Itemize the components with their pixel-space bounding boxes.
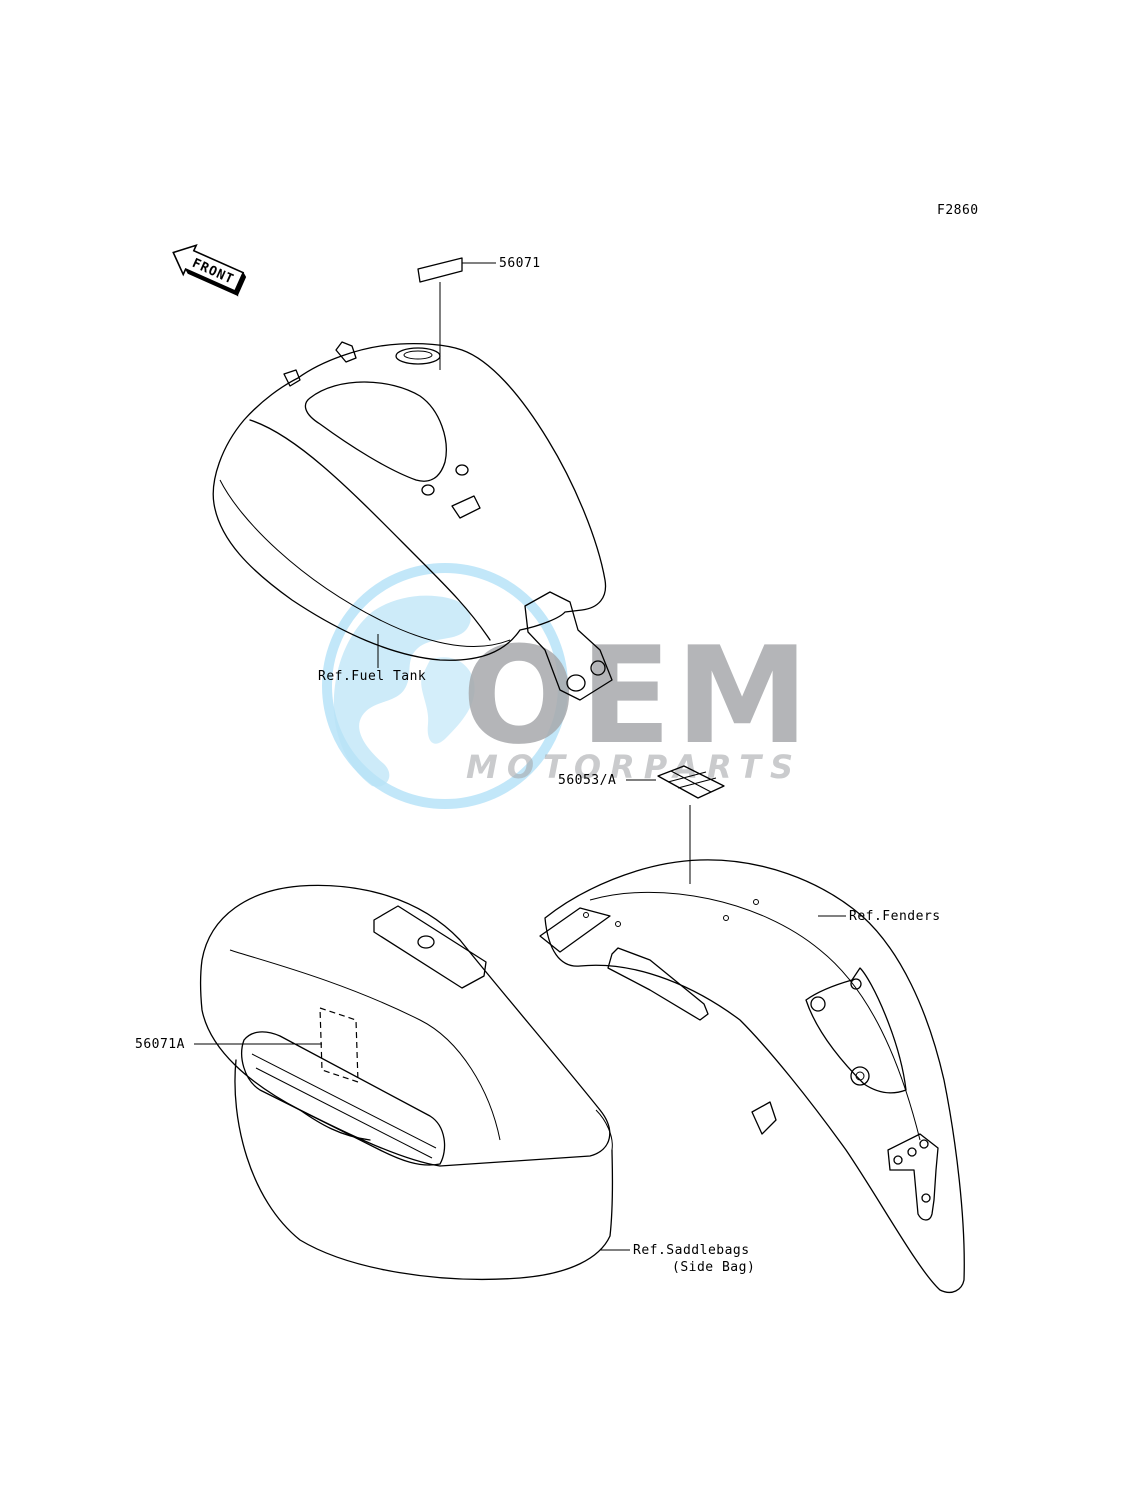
ref-saddlebags: Ref.Saddlebags [633, 1243, 750, 1258]
fuel-tank-lower-edge [219, 479, 511, 647]
label-56071a-position [319, 1007, 359, 1083]
fender-slot [607, 947, 709, 1021]
strut-hole-2-inner [855, 1071, 865, 1081]
rear-mount-hole-2 [590, 660, 606, 676]
fender-rivet-3 [723, 915, 729, 921]
saddlebag-rail-line [251, 1053, 437, 1159]
label-56053a-sticker [657, 765, 725, 799]
watermark-brand: OEM [462, 618, 813, 774]
fuel-tank-drawing [212, 341, 613, 701]
saddlebag-hinge [299, 1109, 371, 1141]
rear-fender-drawing [539, 859, 965, 1294]
plate-hole-1 [893, 1155, 903, 1165]
fuel-cap-inner [403, 350, 433, 360]
watermark-globe-icon [333, 595, 471, 787]
label-56053a-grid [667, 770, 717, 793]
saddlebag-chrome-rail [241, 1031, 446, 1166]
front-arrow-shadow [185, 268, 247, 297]
fuel-tank-top-recess [304, 381, 447, 482]
strut-hole-1 [810, 996, 826, 1012]
fender-strut-bracket [805, 967, 907, 1094]
label-56071-sticker [417, 257, 463, 283]
fuel-tank-bracket-a [283, 341, 357, 387]
label-56053a-shape [657, 765, 725, 799]
saddlebag-crease [229, 949, 501, 1141]
rear-mount-hole-1 [566, 674, 586, 692]
callout-56071a: 56071A [135, 1037, 185, 1052]
fuel-tank-outline [212, 343, 607, 661]
watermark-globe-land-icon [421, 657, 475, 744]
front-direction-arrow: FRONT [172, 243, 247, 297]
saddlebag-body-outline [234, 1059, 614, 1280]
fender-rivet-2 [615, 921, 621, 927]
ref-fuel-tank: Ref.Fuel Tank [318, 669, 426, 684]
fuel-cap [395, 347, 441, 365]
fuel-tank-hole-2 [455, 464, 469, 476]
ref-saddlebags-sub: (Side Bag) [672, 1260, 755, 1275]
fender-front-lip [539, 907, 611, 953]
fuel-tank-rear-mount [524, 591, 613, 701]
fuel-tank-switch [451, 495, 481, 519]
plate-hole-3 [919, 1139, 929, 1149]
fuel-tank-hole-1 [421, 484, 435, 496]
saddlebag-drawing [199, 884, 614, 1280]
strut-hole-2 [850, 1066, 870, 1086]
plate-hole-4 [921, 1193, 931, 1203]
fender-outline [544, 859, 965, 1294]
fender-plate-bracket [887, 1133, 939, 1221]
figure-code: F2860 [937, 203, 979, 218]
saddlebag-lock [417, 935, 435, 949]
saddlebag-lid-outline [199, 884, 611, 1167]
plate-hole-2 [907, 1147, 917, 1157]
saddlebag-rear-edge [595, 1109, 613, 1151]
callout-56071: 56071 [499, 256, 541, 271]
fuel-tank-side-crease [249, 419, 491, 641]
fender-inner-edge [589, 891, 921, 1141]
oem-motorparts-watermark: OEM MOTORPARTS [322, 563, 813, 809]
fender-lower-tab [751, 1101, 777, 1135]
saddlebag-latch-strap [373, 905, 487, 989]
fender-rivet-4 [753, 899, 759, 905]
ref-fenders: Ref.Fenders [849, 909, 941, 924]
strut-hole-3 [850, 978, 862, 990]
label-56071-shape [417, 257, 463, 283]
watermark-ring [322, 563, 568, 809]
fender-rivet-1 [583, 912, 589, 918]
callout-56053a: 56053/A [558, 773, 616, 788]
